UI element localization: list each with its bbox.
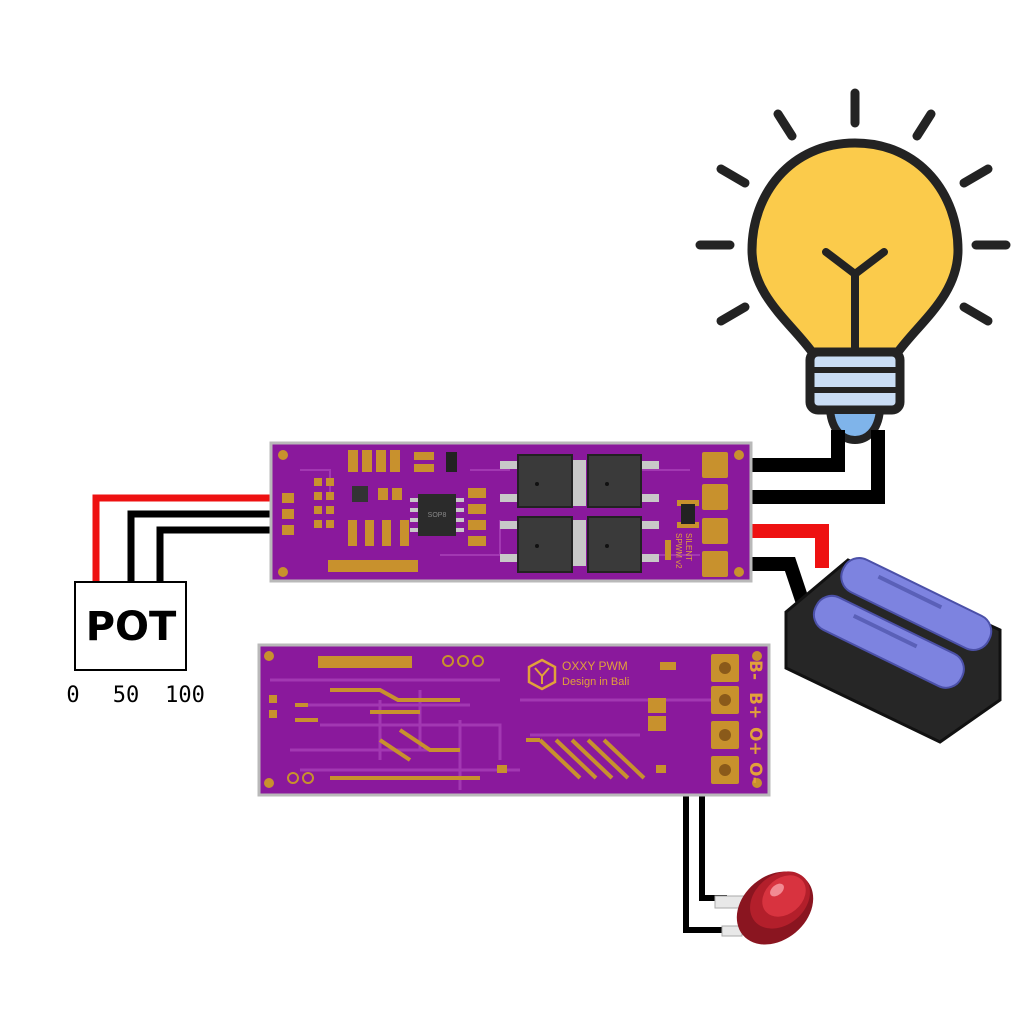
pot-scale-min: 0 bbox=[66, 683, 79, 708]
chip-label: SOP8 bbox=[428, 512, 447, 519]
push-button-icon bbox=[714, 871, 814, 945]
pad-label-o-plus: O+ bbox=[745, 727, 765, 756]
brand-label: OXXY PWM bbox=[562, 659, 628, 673]
pad-label-o-minus: O- bbox=[745, 762, 765, 784]
pot-scale-max: 100 bbox=[165, 683, 205, 708]
oxxy-logo bbox=[527, 658, 557, 691]
pot-label: POT bbox=[86, 604, 177, 650]
light-bulb-icon bbox=[695, 88, 1011, 445]
mosfet-group bbox=[500, 454, 659, 573]
sop8-chip: SOP8 bbox=[410, 494, 464, 536]
pcb-bottom: OXXY PWM Design in Bali B- B+ O+ O- bbox=[257, 643, 771, 797]
tagline-label: Design in Bali bbox=[562, 676, 629, 688]
pcb-top: SOP8 SPWM v2 SILENT bbox=[269, 441, 753, 583]
model-label: SPWM v2 bbox=[674, 533, 683, 569]
pot-scale-mid: 50 bbox=[113, 683, 140, 708]
pad-label-b-minus: B- bbox=[745, 660, 765, 680]
potentiometer-icon: POT bbox=[74, 581, 187, 671]
pad-label-b-plus: B+ bbox=[745, 692, 765, 719]
mode-label: SILENT bbox=[684, 533, 693, 561]
battery-holder-icon bbox=[784, 557, 1002, 744]
